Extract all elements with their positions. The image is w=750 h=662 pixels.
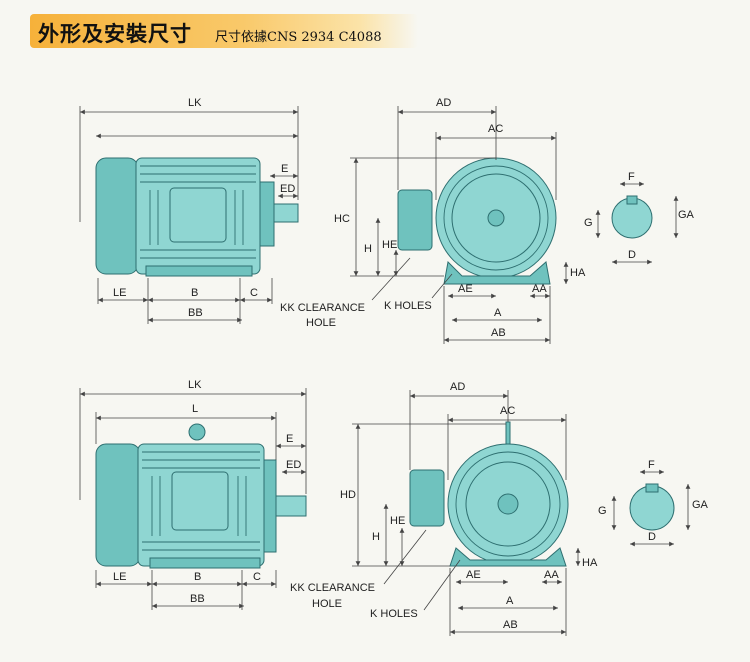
top-motor-feet <box>145 265 253 277</box>
bottom-label-e: E <box>286 433 293 445</box>
top-label-e: E <box>281 163 288 175</box>
bottom-front-shaft-end <box>497 493 519 515</box>
top-front-terminal-box <box>397 189 433 251</box>
bottom-label-hole: HOLE <box>312 598 342 610</box>
bottom-shaft <box>275 495 307 517</box>
top-front-label-ab: AB <box>491 327 506 339</box>
bottom-label-bb: BB <box>190 593 205 605</box>
top-label-k-holes: K HOLES <box>384 300 432 312</box>
top-shaft-label-ga: GA <box>678 209 695 221</box>
top-front-label-h: H <box>364 243 372 255</box>
bottom-front-label-ad: AD <box>450 381 465 393</box>
bottom-side-view: LK L E ED LE B C BB <box>79 379 307 610</box>
page-subtitle: 尺寸依據CNS 2934 C4088 <box>215 30 382 45</box>
top-motor-fins <box>140 165 256 259</box>
bottom-front-label-he: HE <box>390 515 405 527</box>
top-shaft-label-f: F <box>628 171 635 183</box>
top-shaft <box>273 203 299 223</box>
bottom-shaft-label-f: F <box>648 459 655 471</box>
bottom-shaft-key <box>645 483 659 493</box>
bottom-terminal-box <box>171 471 229 531</box>
top-label-le: LE <box>113 287 126 299</box>
bottom-shaft-label-ga: GA <box>692 499 709 511</box>
top-label-lk: LK <box>188 97 202 109</box>
top-terminal-box <box>169 187 227 243</box>
top-label-bb: BB <box>188 307 203 319</box>
bottom-label-lk: LK <box>188 379 202 391</box>
bottom-front-label-aa: AA <box>544 569 559 581</box>
bottom-front-label-a: A <box>506 595 514 607</box>
top-label-ed: ED <box>280 183 295 195</box>
top-label-hole: HOLE <box>306 317 336 329</box>
bottom-front-label-ac: AC <box>500 405 515 417</box>
top-side-view: LK E ED LE B C BB <box>79 97 299 324</box>
bottom-flange <box>263 459 277 553</box>
bottom-lifting-eye <box>188 423 206 441</box>
bottom-front-terminal-box <box>409 469 445 527</box>
top-motor-fan-cover <box>95 157 139 275</box>
top-label-c: C <box>250 287 258 299</box>
top-front-view: AD AC HC H HE HA AE AA A AB KK CLEARANCE… <box>280 97 586 344</box>
bottom-front-label-ha: HA <box>582 557 598 569</box>
top-label-b: B <box>191 287 198 299</box>
top-shaft-section: F G GA D <box>584 171 695 265</box>
top-front-label-hc: HC <box>334 213 350 225</box>
bottom-label-c: C <box>253 571 261 583</box>
bottom-front-lifting-eye <box>505 421 511 445</box>
bottom-label-ed: ED <box>286 459 301 471</box>
top-label-kk-clearance: KK CLEARANCE <box>280 302 365 314</box>
top-front-label-ac: AC <box>488 123 503 135</box>
bottom-label-k-holes: K HOLES <box>370 608 418 620</box>
bottom-label-kk-clearance: KK CLEARANCE <box>290 582 375 594</box>
bottom-motor-fan-cover <box>95 443 141 567</box>
bottom-label-l: L <box>192 403 198 415</box>
top-front-shaft-end <box>487 209 505 227</box>
top-shaft-key <box>626 195 638 205</box>
title-bar <box>30 14 418 48</box>
top-flange <box>259 181 275 247</box>
top-front-label-aa: AA <box>532 283 547 295</box>
bottom-shaft-label-g: G <box>598 505 607 517</box>
bottom-shaft-section: F G GA D <box>598 459 709 547</box>
bottom-shaft-label-d: D <box>648 531 656 543</box>
bottom-front-label-ae: AE <box>466 569 481 581</box>
bottom-front-label-hd: HD <box>340 489 356 501</box>
bottom-motor-feet <box>149 557 261 569</box>
top-shaft-label-d: D <box>628 249 636 261</box>
bottom-front-view: AD AC HD H HE HA AE AA A AB KK CLEARANCE… <box>290 381 598 636</box>
bottom-shaft-circle <box>629 485 675 531</box>
top-front-label-ha: HA <box>570 267 586 279</box>
bottom-front-label-h: H <box>372 531 380 543</box>
bottom-motor-fins <box>142 451 260 551</box>
bottom-front-label-ab: AB <box>503 619 518 631</box>
top-front-label-ae: AE <box>458 283 473 295</box>
top-shaft-label-g: G <box>584 217 593 229</box>
top-front-label-ad: AD <box>436 97 451 109</box>
page-title: 外形及安裝尺寸 <box>38 22 192 46</box>
bottom-label-b: B <box>194 571 201 583</box>
bottom-label-le: LE <box>113 571 126 583</box>
top-front-label-a: A <box>494 307 502 319</box>
top-front-label-he: HE <box>382 239 397 251</box>
